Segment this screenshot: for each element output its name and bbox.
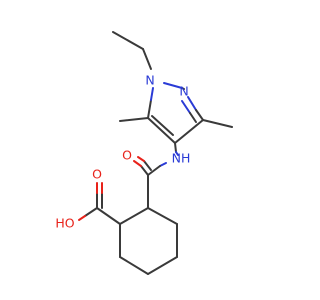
pyrazole-ring — [147, 82, 204, 144]
atom-nh: NH — [172, 151, 191, 166]
molecule-structure: N N NH O O HO — [55, 31, 233, 275]
methyl-groups — [119, 117, 233, 128]
atom-n2: N — [179, 84, 188, 99]
carboxylic-acid — [78, 182, 121, 225]
ethyl-group — [112, 31, 152, 70]
atom-oh: HO — [55, 216, 74, 231]
atom-o-acid: O — [92, 167, 102, 182]
amide-linkage — [133, 142, 179, 176]
atom-n1: N — [145, 73, 154, 88]
cyclohexane-ring — [119, 174, 178, 275]
atom-labels: N N NH O O HO — [55, 73, 190, 231]
atom-o-carbonyl: O — [122, 148, 132, 163]
